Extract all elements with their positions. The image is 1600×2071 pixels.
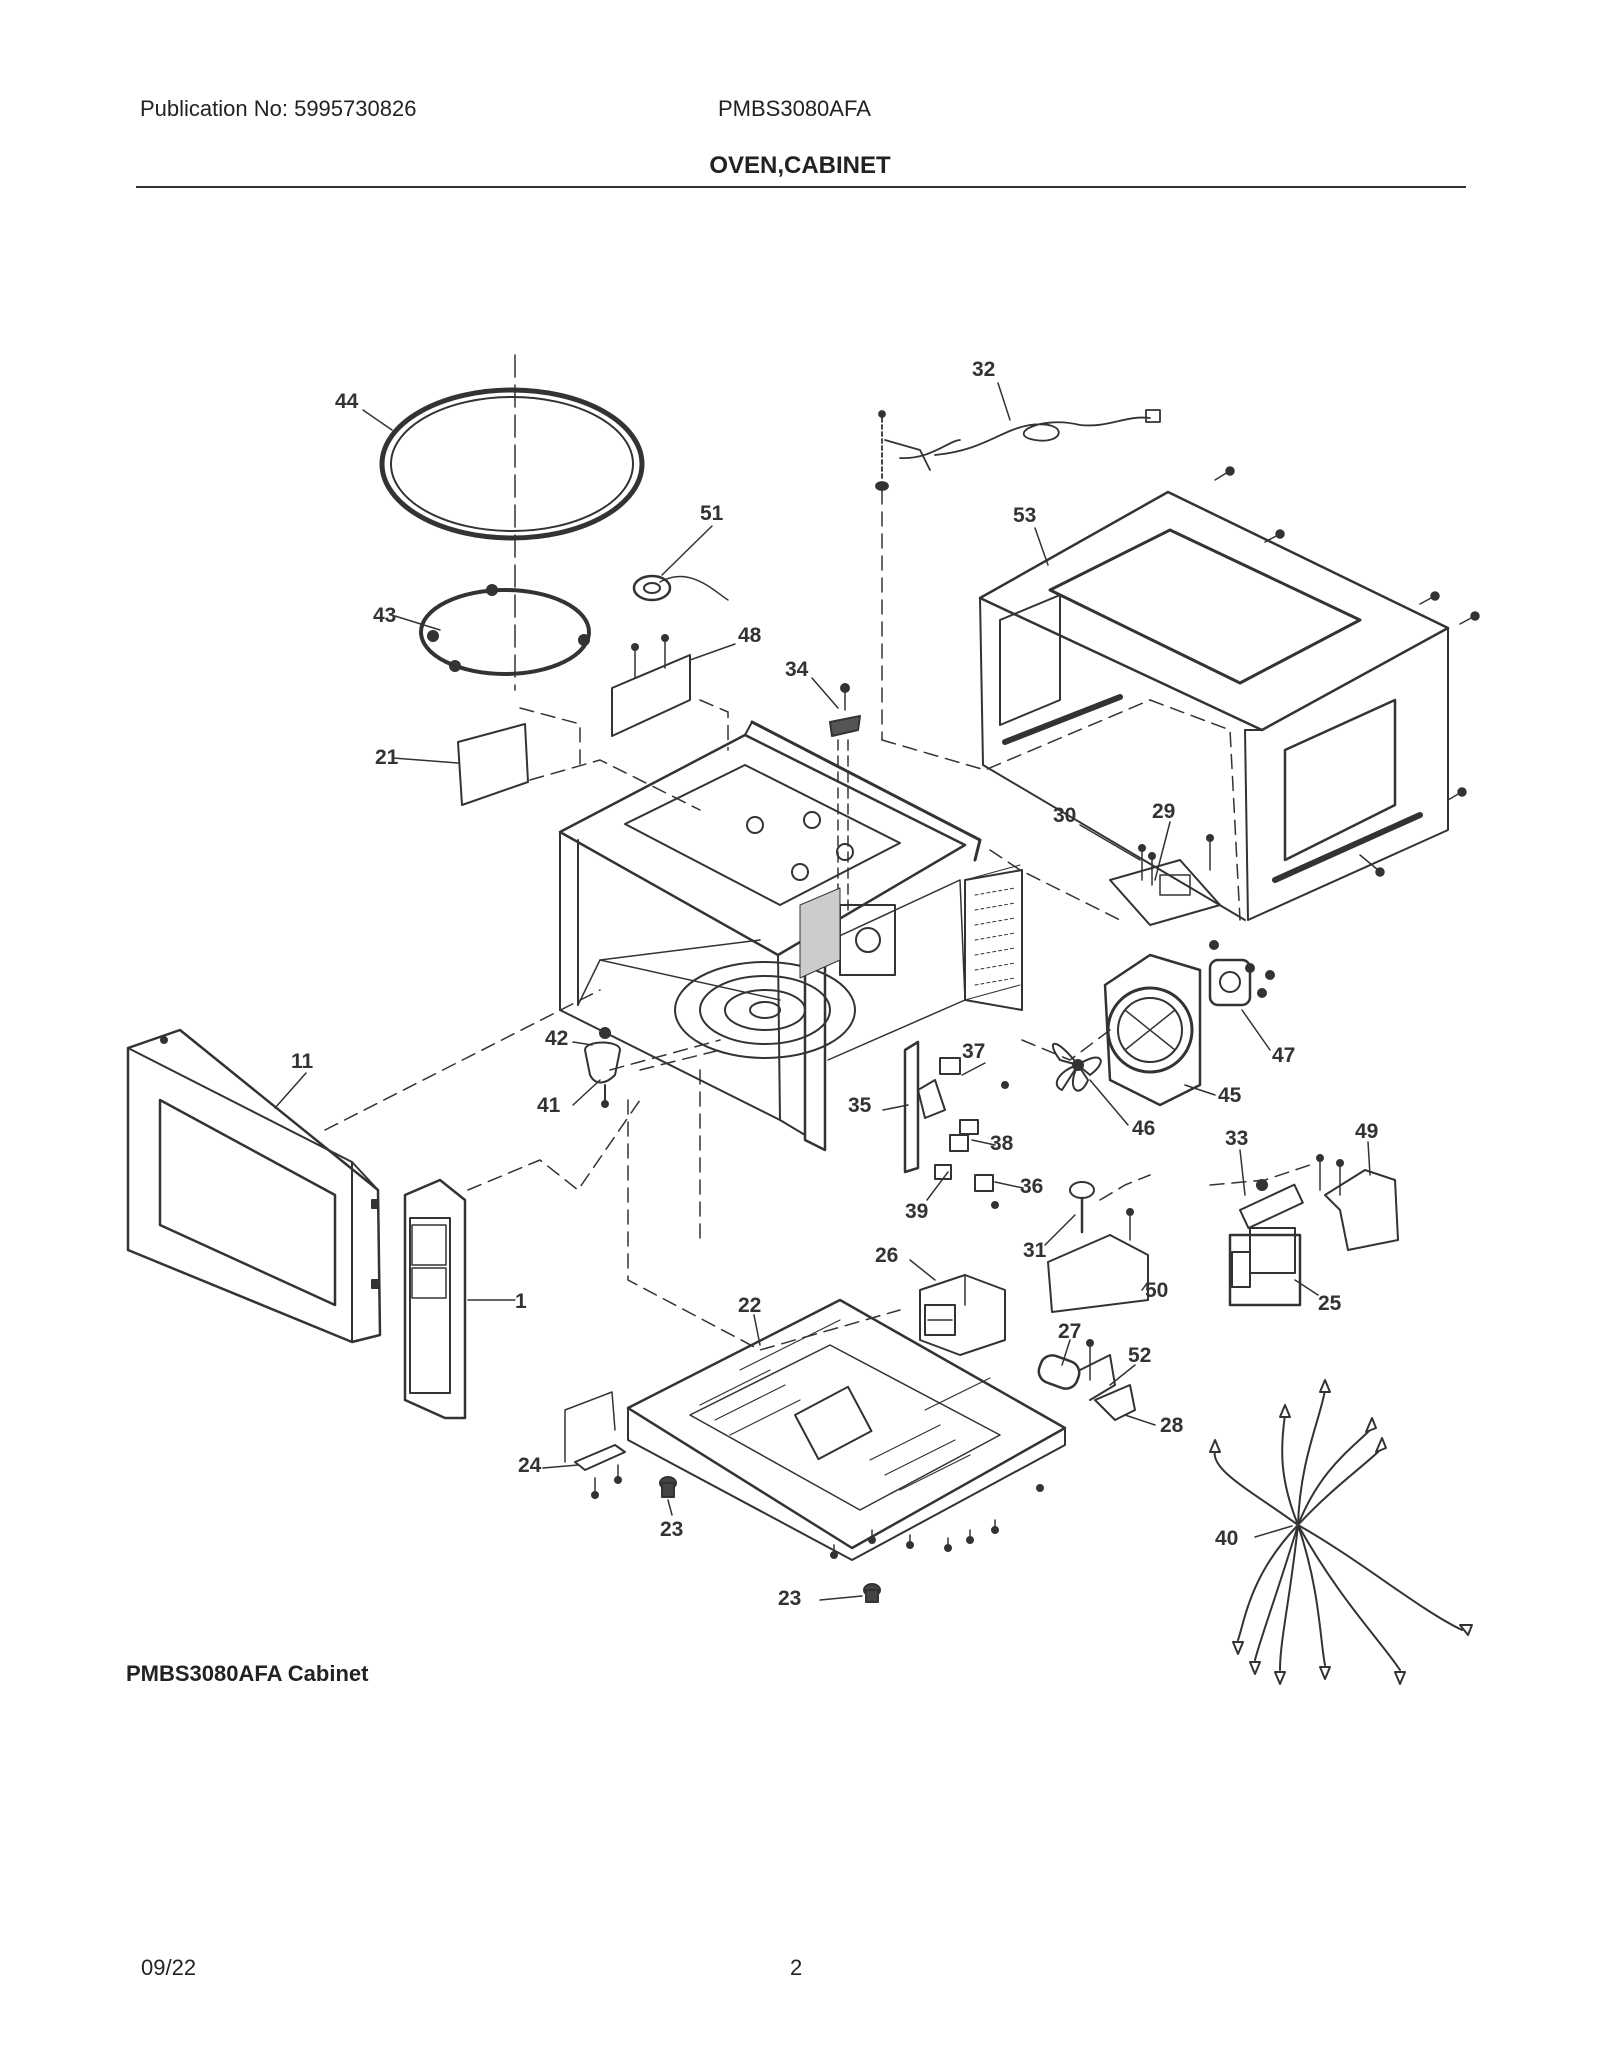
header-rule <box>136 186 1466 188</box>
part-label: 41 <box>537 1094 561 1117</box>
noise-filter-board <box>1047 1181 1149 1313</box>
part-label: 23 <box>778 1587 801 1610</box>
part-labels: 44 32 51 53 43 48 34 21 30 29 42 37 47 1… <box>291 358 1378 1610</box>
part-label: 45 <box>1218 1084 1242 1107</box>
cabinet-screws <box>1214 466 1480 877</box>
magnetron <box>1228 1179 1304 1307</box>
part-label: 36 <box>1020 1175 1043 1198</box>
control-board <box>1109 834 1221 926</box>
thermal-cutout <box>829 683 861 911</box>
base-plate <box>626 1298 1067 1561</box>
part-label: 40 <box>1215 1527 1238 1550</box>
part-label: 42 <box>545 1027 568 1050</box>
power-cord <box>875 409 1161 491</box>
part-label: 24 <box>518 1454 542 1477</box>
high-voltage-transformer <box>919 1274 1006 1356</box>
cover-plate <box>611 634 691 737</box>
page-title: OVEN,CABINET <box>709 152 891 179</box>
turntable-motor <box>584 1027 621 1108</box>
outer-cabinet <box>978 490 1450 921</box>
part-label: 25 <box>1318 1292 1342 1315</box>
part-label: 51 <box>700 502 724 525</box>
part-label: 23 <box>660 1518 683 1541</box>
part-label: 53 <box>1013 504 1036 527</box>
leader-lines <box>274 382 1371 1601</box>
part-label: 32 <box>972 358 995 381</box>
fan-housing <box>1103 940 1275 1107</box>
part-label: 34 <box>785 658 809 681</box>
sensor-part <box>632 574 729 602</box>
part-label: 48 <box>738 624 762 647</box>
page-number: 2 <box>790 1955 803 1980</box>
part-label: 37 <box>962 1040 985 1063</box>
part-label: 52 <box>1128 1344 1151 1367</box>
part-label: 47 <box>1272 1044 1295 1067</box>
door-panel <box>126 1028 382 1344</box>
part-label: 46 <box>1132 1117 1155 1140</box>
part-label: 26 <box>875 1244 898 1267</box>
waveguide-cover <box>457 723 529 806</box>
part-label: 44 <box>335 390 359 413</box>
wire-harness <box>1209 1379 1473 1685</box>
air-guide <box>1316 1154 1399 1251</box>
feet <box>659 1476 881 1603</box>
part-label: 31 <box>1023 1239 1047 1262</box>
part-label: 27 <box>1058 1320 1081 1343</box>
part-label: 30 <box>1053 804 1076 827</box>
control-panel <box>403 1178 467 1420</box>
part-label: 33 <box>1225 1127 1248 1150</box>
capacitor-assembly <box>1037 1339 1136 1421</box>
interlock-switch-assembly <box>903 1040 1009 1209</box>
bracket-24 <box>564 1391 626 1499</box>
part-label: 35 <box>848 1094 872 1117</box>
glass-tray <box>379 387 645 541</box>
part-label: 49 <box>1355 1120 1378 1143</box>
part-label: 29 <box>1152 800 1175 823</box>
part-label: 22 <box>738 1294 761 1317</box>
part-label: 43 <box>373 604 396 627</box>
part-label: 21 <box>375 746 399 769</box>
roller-ring <box>419 584 591 676</box>
part-label: 11 <box>291 1050 314 1073</box>
part-label: 39 <box>905 1200 928 1223</box>
fan-blade <box>1051 1042 1102 1092</box>
model-number: PMBS3080AFA <box>718 96 871 121</box>
oven-cavity <box>558 720 1023 1152</box>
part-label: 38 <box>990 1132 1014 1155</box>
part-label: 50 <box>1145 1279 1168 1302</box>
base-screws <box>830 1484 1044 1559</box>
diagram-caption: PMBS3080AFA Cabinet <box>126 1661 369 1686</box>
part-label: 1 <box>515 1290 527 1313</box>
footer-date: 09/22 <box>141 1955 197 1980</box>
part-label: 28 <box>1160 1414 1184 1437</box>
publication-number: Publication No: 5995730826 <box>140 96 417 121</box>
